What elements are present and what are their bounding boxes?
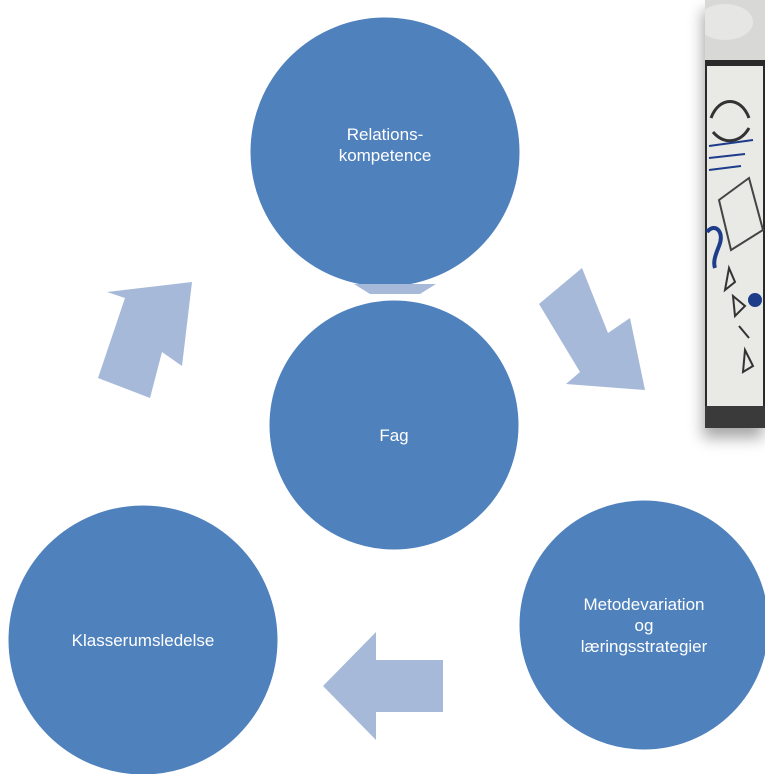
arrow-left xyxy=(323,632,443,740)
label-klasserumsledelse-text: Klasserumsledelse xyxy=(71,630,215,650)
arrow-down-right xyxy=(539,268,645,390)
label-relationskompetence-line1: Relations- xyxy=(346,125,424,144)
circle-metodevariation xyxy=(516,497,765,753)
label-fag-text: Fag xyxy=(379,425,409,445)
label-klasserumsledelse: Klasserumsledelse xyxy=(38,625,248,655)
arrow-up-right xyxy=(98,282,192,398)
label-metodevariation: Metodevariation og læringsstrategier xyxy=(544,580,744,670)
label-relationskompetence-line2: kompetence xyxy=(338,146,432,165)
label-metodevariation-line1: Metodevariation xyxy=(583,594,705,614)
circle-fag xyxy=(266,297,522,553)
whiteboard-photo-image xyxy=(705,0,765,428)
circle-klasserumsledelse xyxy=(5,502,281,774)
connector-bar xyxy=(354,284,436,294)
whiteboard-photo xyxy=(705,0,765,428)
label-metodevariation-line2: og xyxy=(634,615,654,635)
label-fag: Fag xyxy=(334,420,454,450)
label-relationskompetence: Relations- kompetence xyxy=(285,115,485,175)
label-metodevariation-line3: læringsstrategier xyxy=(580,636,708,656)
